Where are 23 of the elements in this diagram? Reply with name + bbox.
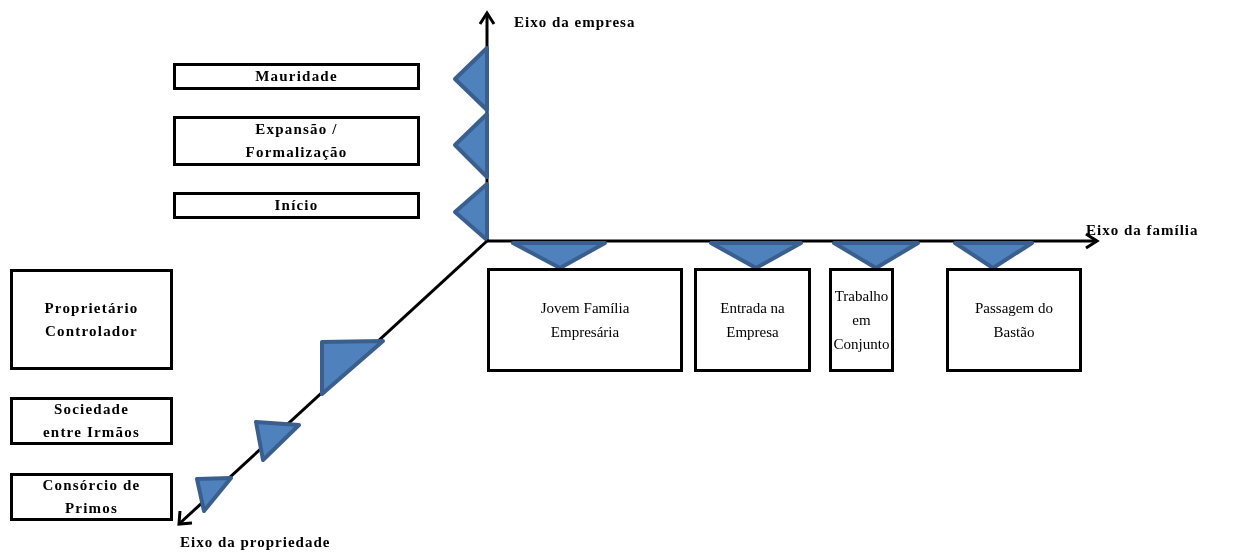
stage-label: Mauridade (255, 67, 338, 86)
stage-label: Trabalho em Conjunto (833, 287, 890, 354)
stage-label: Entrada na Empresa (719, 299, 786, 342)
axis-label: Eixo da propriedade (180, 534, 331, 551)
stage-label: Passagem do Bastão (974, 299, 1054, 342)
stage-label: Proprietário Controlador (43, 298, 140, 341)
stage-box (10, 397, 173, 445)
stage-label: Expansão / Formalização (244, 120, 349, 162)
stage-box (829, 268, 894, 372)
stage-box (946, 268, 1082, 372)
stage-box (487, 268, 683, 372)
stage-box (173, 116, 420, 166)
stage-label: Consórcio de Primos (41, 476, 142, 518)
axis-label: Eixo da empresa (514, 14, 636, 31)
stage-box (173, 192, 420, 219)
stage-box (694, 268, 811, 372)
stage-label: Início (274, 196, 319, 215)
stage-label: Jovem Família Empresária (539, 299, 631, 342)
axis-label: Eixo da família (1086, 222, 1199, 239)
stage-box (173, 63, 420, 90)
stage-box (10, 269, 173, 370)
stage-label: Sociedade entre Irmãos (42, 400, 141, 442)
stage-box (10, 473, 173, 521)
